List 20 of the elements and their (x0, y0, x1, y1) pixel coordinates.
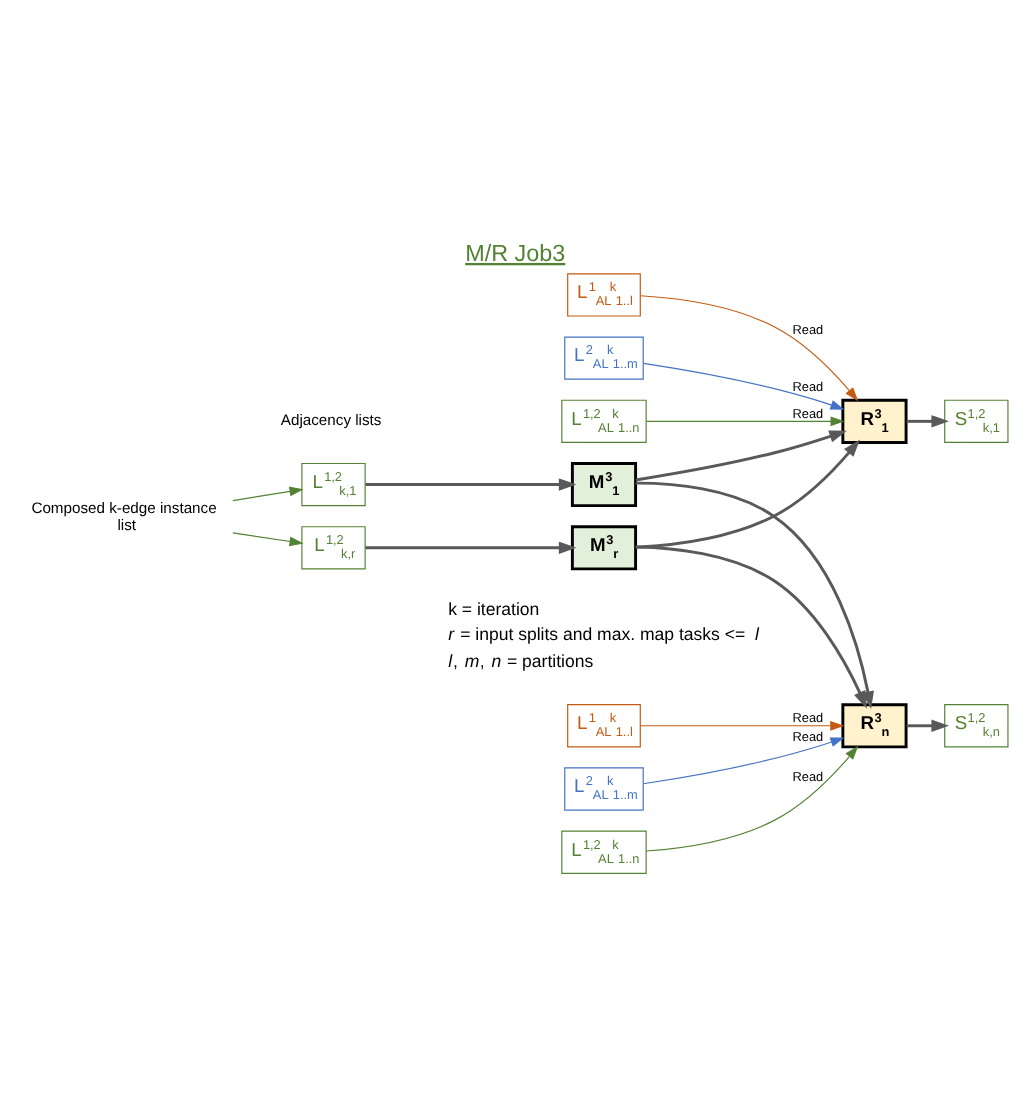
arrow (906, 719, 949, 732)
label: l, m, n = partitions (448, 651, 594, 672)
arrow (645, 416, 845, 427)
label: r = input splits and max. map tasks <= l (448, 624, 759, 645)
arrow (365, 541, 577, 554)
arrow (906, 415, 949, 428)
arrow (642, 737, 845, 785)
arrow (232, 532, 304, 547)
arrow (635, 545, 867, 709)
arrow (232, 486, 304, 502)
arrow (635, 481, 874, 710)
arrow (365, 478, 577, 491)
arrow (645, 745, 859, 852)
arrow (640, 295, 859, 402)
arrow (640, 720, 845, 731)
label: k = iteration (448, 598, 540, 619)
diagram-title: M/R Job3 (465, 240, 566, 267)
arrow (635, 430, 847, 482)
arrow (635, 439, 860, 549)
arrow (642, 362, 845, 410)
